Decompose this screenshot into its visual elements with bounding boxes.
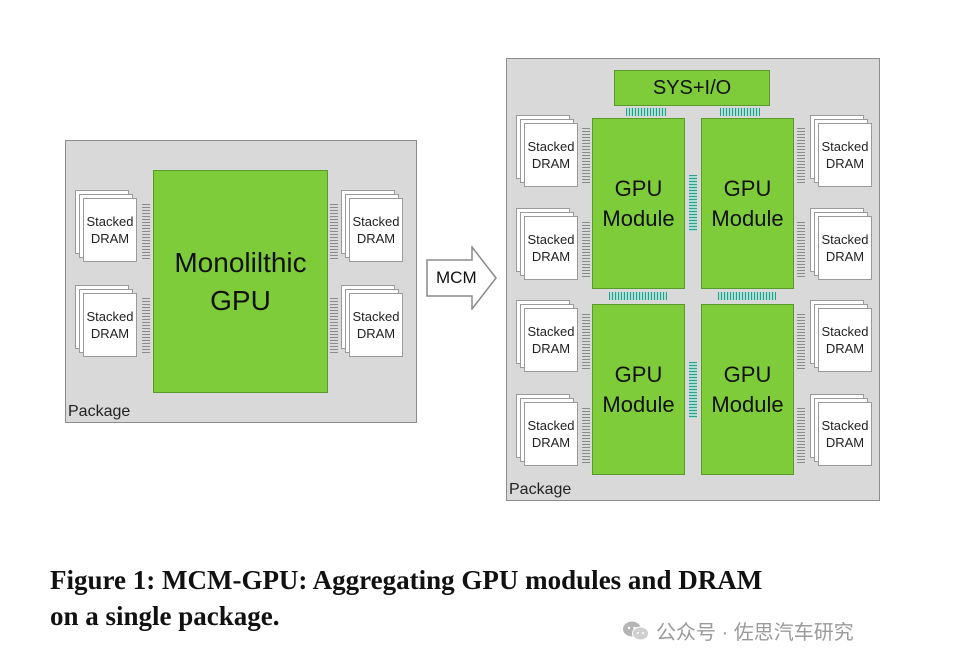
module-link [689, 362, 697, 418]
wechat-icon [623, 621, 649, 640]
right-dram-stack-l1: Stacked DRAM [516, 115, 578, 195]
dram-link [797, 314, 805, 370]
dram-link [582, 128, 590, 184]
sys-io-link [626, 108, 666, 116]
right-dram-stack-l4: Stacked DRAM [516, 394, 578, 474]
caption-line-1: Figure 1: MCM-GPU: Aggregating GPU modul… [50, 565, 763, 595]
dram-link [582, 408, 590, 464]
dram-link [582, 314, 590, 370]
dram-link [142, 298, 150, 354]
dram-label: Stacked DRAM [821, 139, 869, 171]
gpu-module-label: GPU Module [711, 175, 784, 231]
right-dram-stack-l2: Stacked DRAM [516, 208, 578, 288]
module-link [689, 175, 697, 231]
left-dram-stack-tl: Stacked DRAM [75, 190, 137, 270]
gpu-module-br: GPU Module [701, 304, 794, 475]
right-package-label: Package [509, 481, 572, 498]
dram-label: Stacked DRAM [821, 324, 869, 356]
sys-io-label: SYS+I/O [652, 76, 732, 99]
left-dram-stack-bl: Stacked DRAM [75, 285, 137, 365]
left-dram-stack-br: Stacked DRAM [341, 285, 403, 365]
right-dram-stack-r3: Stacked DRAM [810, 300, 872, 380]
dram-label: Stacked DRAM [86, 214, 134, 246]
dram-label: Stacked DRAM [527, 324, 575, 356]
dram-link [797, 128, 805, 184]
dram-label: Stacked DRAM [527, 232, 575, 264]
dram-label: Stacked DRAM [821, 232, 869, 264]
dram-link [797, 222, 805, 278]
dram-label: Stacked DRAM [352, 214, 400, 246]
dram-link [142, 204, 150, 260]
right-dram-stack-r1: Stacked DRAM [810, 115, 872, 195]
right-dram-stack-l3: Stacked DRAM [516, 300, 578, 380]
sys-io-block: SYS+I/O [614, 70, 770, 106]
left-dram-stack-tr: Stacked DRAM [341, 190, 403, 270]
gpu-module-label: GPU Module [602, 175, 675, 231]
watermark-text: 公众号 · 佐思汽车研究 [656, 622, 854, 644]
module-link [718, 292, 776, 300]
dram-label: Stacked DRAM [352, 309, 400, 341]
dram-link [582, 222, 590, 278]
gpu-module-label: GPU Module [711, 361, 784, 417]
dram-link [330, 298, 338, 354]
dram-label: Stacked DRAM [86, 309, 134, 341]
dram-label: Stacked DRAM [527, 418, 575, 450]
monolithic-gpu: Monolilthic GPU [153, 170, 328, 393]
right-dram-stack-r2: Stacked DRAM [810, 208, 872, 288]
left-package-label: Package [68, 403, 131, 420]
caption-line-2: on a single package. [50, 601, 280, 631]
gpu-module-label: GPU Module [602, 361, 675, 417]
gpu-module-tl: GPU Module [592, 118, 685, 289]
sys-io-link [720, 108, 760, 116]
mcm-arrow [426, 246, 497, 310]
dram-label: Stacked DRAM [527, 139, 575, 171]
monolithic-gpu-label: Monolilthic GPU [174, 246, 307, 316]
gpu-module-tr: GPU Module [701, 118, 794, 289]
figure-caption: Figure 1: MCM-GPU: Aggregating GPU modul… [50, 562, 762, 634]
dram-link [330, 204, 338, 260]
dram-link [797, 408, 805, 464]
mcm-arrow-label: MCM [436, 268, 477, 287]
right-dram-stack-r4: Stacked DRAM [810, 394, 872, 474]
dram-label: Stacked DRAM [821, 418, 869, 450]
watermark: 公众号 · 佐思汽车研究 [622, 616, 854, 645]
module-link [609, 292, 667, 300]
gpu-module-bl: GPU Module [592, 304, 685, 475]
